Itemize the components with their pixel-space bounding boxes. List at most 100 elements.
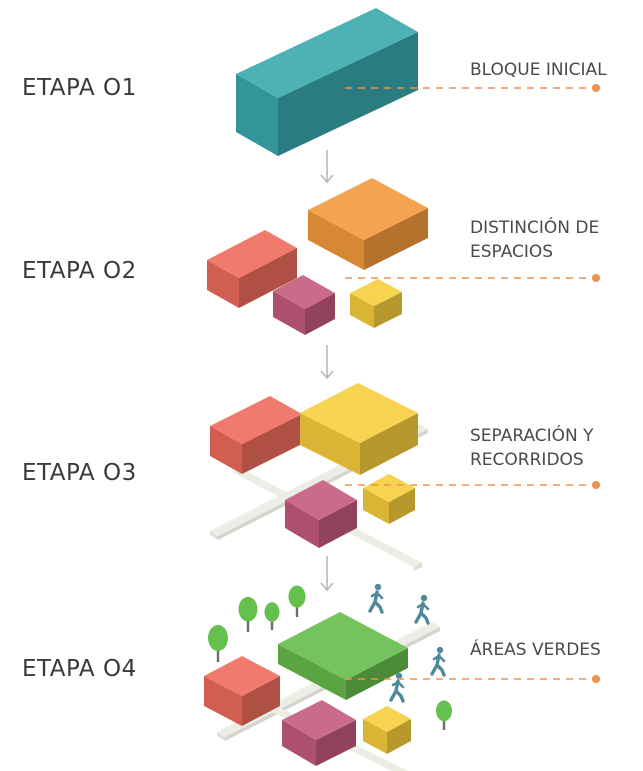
person-icon xyxy=(368,583,384,614)
person-leg xyxy=(435,663,446,677)
box-right-face xyxy=(305,293,335,335)
box-left-face xyxy=(236,74,278,156)
path-edge xyxy=(217,732,225,741)
box-top-face xyxy=(363,706,411,732)
box-top-face xyxy=(300,383,418,443)
box-left-face xyxy=(363,488,389,524)
stage-4-coral-block xyxy=(204,656,280,726)
stage-3-leader xyxy=(345,481,600,489)
box-top-face xyxy=(273,275,335,309)
person-icon xyxy=(389,672,405,703)
box-left-face xyxy=(282,720,316,766)
stage-3-coral-block xyxy=(210,396,302,474)
box-top-face xyxy=(236,8,418,98)
tree xyxy=(436,700,452,730)
stage-1-teal-block xyxy=(236,8,418,156)
stage-4-yellow-block xyxy=(363,706,411,754)
leader-dot xyxy=(592,481,600,489)
path-edge xyxy=(210,531,218,540)
stage-2-mauve-block xyxy=(273,275,335,335)
stage-2-description-line-2: ESPACIOS xyxy=(470,242,554,262)
stage-3-description-line-2: RECORRIDOS xyxy=(470,450,584,470)
stage-2-leader xyxy=(345,274,600,282)
box-right-face xyxy=(278,32,418,156)
tree xyxy=(264,602,280,630)
stage-1-leader xyxy=(345,84,600,92)
stage-3-label: ETAPA O3 xyxy=(22,460,137,486)
box-left-face xyxy=(210,426,242,474)
tree-trunk xyxy=(442,717,446,730)
stage-2-description-line-1: DISTINCIÓN DE xyxy=(470,218,600,238)
stage-3-description: SEPARACIÓN Y RECORRIDOS xyxy=(470,424,594,472)
box-right-face xyxy=(387,719,411,754)
arrow-2-3 xyxy=(320,345,334,380)
person-leg xyxy=(373,600,384,614)
box-top-face xyxy=(278,612,408,680)
box-right-face xyxy=(242,676,280,726)
stage-1-description: BLOQUE INICIAL xyxy=(470,58,607,82)
stage-4-green-area xyxy=(278,612,408,700)
box-right-face xyxy=(346,648,408,700)
stage-2-description: DISTINCIÓN DE ESPACIOS xyxy=(470,216,599,264)
tree-canopy xyxy=(208,625,228,651)
stage-1-label: ETAPA O1 xyxy=(22,75,137,101)
box-right-face xyxy=(242,414,302,474)
box-left-face xyxy=(273,291,305,335)
box-top-face xyxy=(285,480,357,520)
tree xyxy=(238,596,258,632)
leader-dot xyxy=(592,675,600,683)
tree-trunk xyxy=(295,603,299,617)
stage-2-label: ETAPA O2 xyxy=(22,258,137,284)
box-top-face xyxy=(204,656,280,696)
stage-2-coral-block xyxy=(207,230,297,308)
stage-3-description-line-1: SEPARACIÓN Y xyxy=(470,426,594,446)
tree-trunk xyxy=(270,618,274,630)
box-right-face xyxy=(319,500,357,548)
box-left-face xyxy=(204,676,242,726)
tree-trunk xyxy=(216,646,220,662)
stage-3-yellow-small-block xyxy=(363,474,415,524)
box-right-face xyxy=(360,413,418,475)
box-left-face xyxy=(363,719,387,754)
tree-canopy xyxy=(264,602,280,622)
box-left-face xyxy=(285,500,319,548)
tree-trunk xyxy=(246,616,250,632)
arrow-1-2 xyxy=(320,150,334,184)
box-left-face xyxy=(207,260,239,308)
box-top-face xyxy=(363,474,415,502)
person-arms xyxy=(432,654,446,663)
stage-4-description: ÁREAS VERDES xyxy=(470,638,601,662)
leader-dot xyxy=(592,274,600,282)
person-leg xyxy=(394,689,405,703)
stage-2-orange-block xyxy=(308,178,428,270)
stage-4-label: ETAPA O4 xyxy=(22,656,137,682)
stage-4-description-line: ÁREAS VERDES xyxy=(470,640,601,660)
person-icon xyxy=(430,646,446,677)
box-right-face xyxy=(374,292,402,328)
box-right-face xyxy=(316,720,356,766)
box-top-face xyxy=(207,230,297,278)
box-top-face xyxy=(282,700,356,740)
tree-canopy xyxy=(238,596,258,622)
tree xyxy=(288,585,306,617)
box-left-face xyxy=(278,644,346,700)
box-right-face xyxy=(239,248,297,308)
box-top-face xyxy=(210,396,302,444)
arrow-3-4 xyxy=(320,556,334,592)
person-head xyxy=(395,672,403,680)
person-arms xyxy=(370,591,384,600)
box-left-face xyxy=(350,293,374,328)
box-left-face xyxy=(308,210,364,270)
box-left-face xyxy=(300,413,360,475)
person-head xyxy=(374,583,382,591)
tree xyxy=(208,625,228,662)
tree-canopy xyxy=(288,585,306,608)
arrow-head xyxy=(320,174,334,184)
box-right-face xyxy=(364,208,428,270)
arrow-head xyxy=(320,370,334,380)
person-leg xyxy=(419,611,430,625)
stage-4-leader xyxy=(345,675,600,683)
box-right-face xyxy=(389,488,415,524)
stage-3-mauve-block xyxy=(285,480,357,548)
